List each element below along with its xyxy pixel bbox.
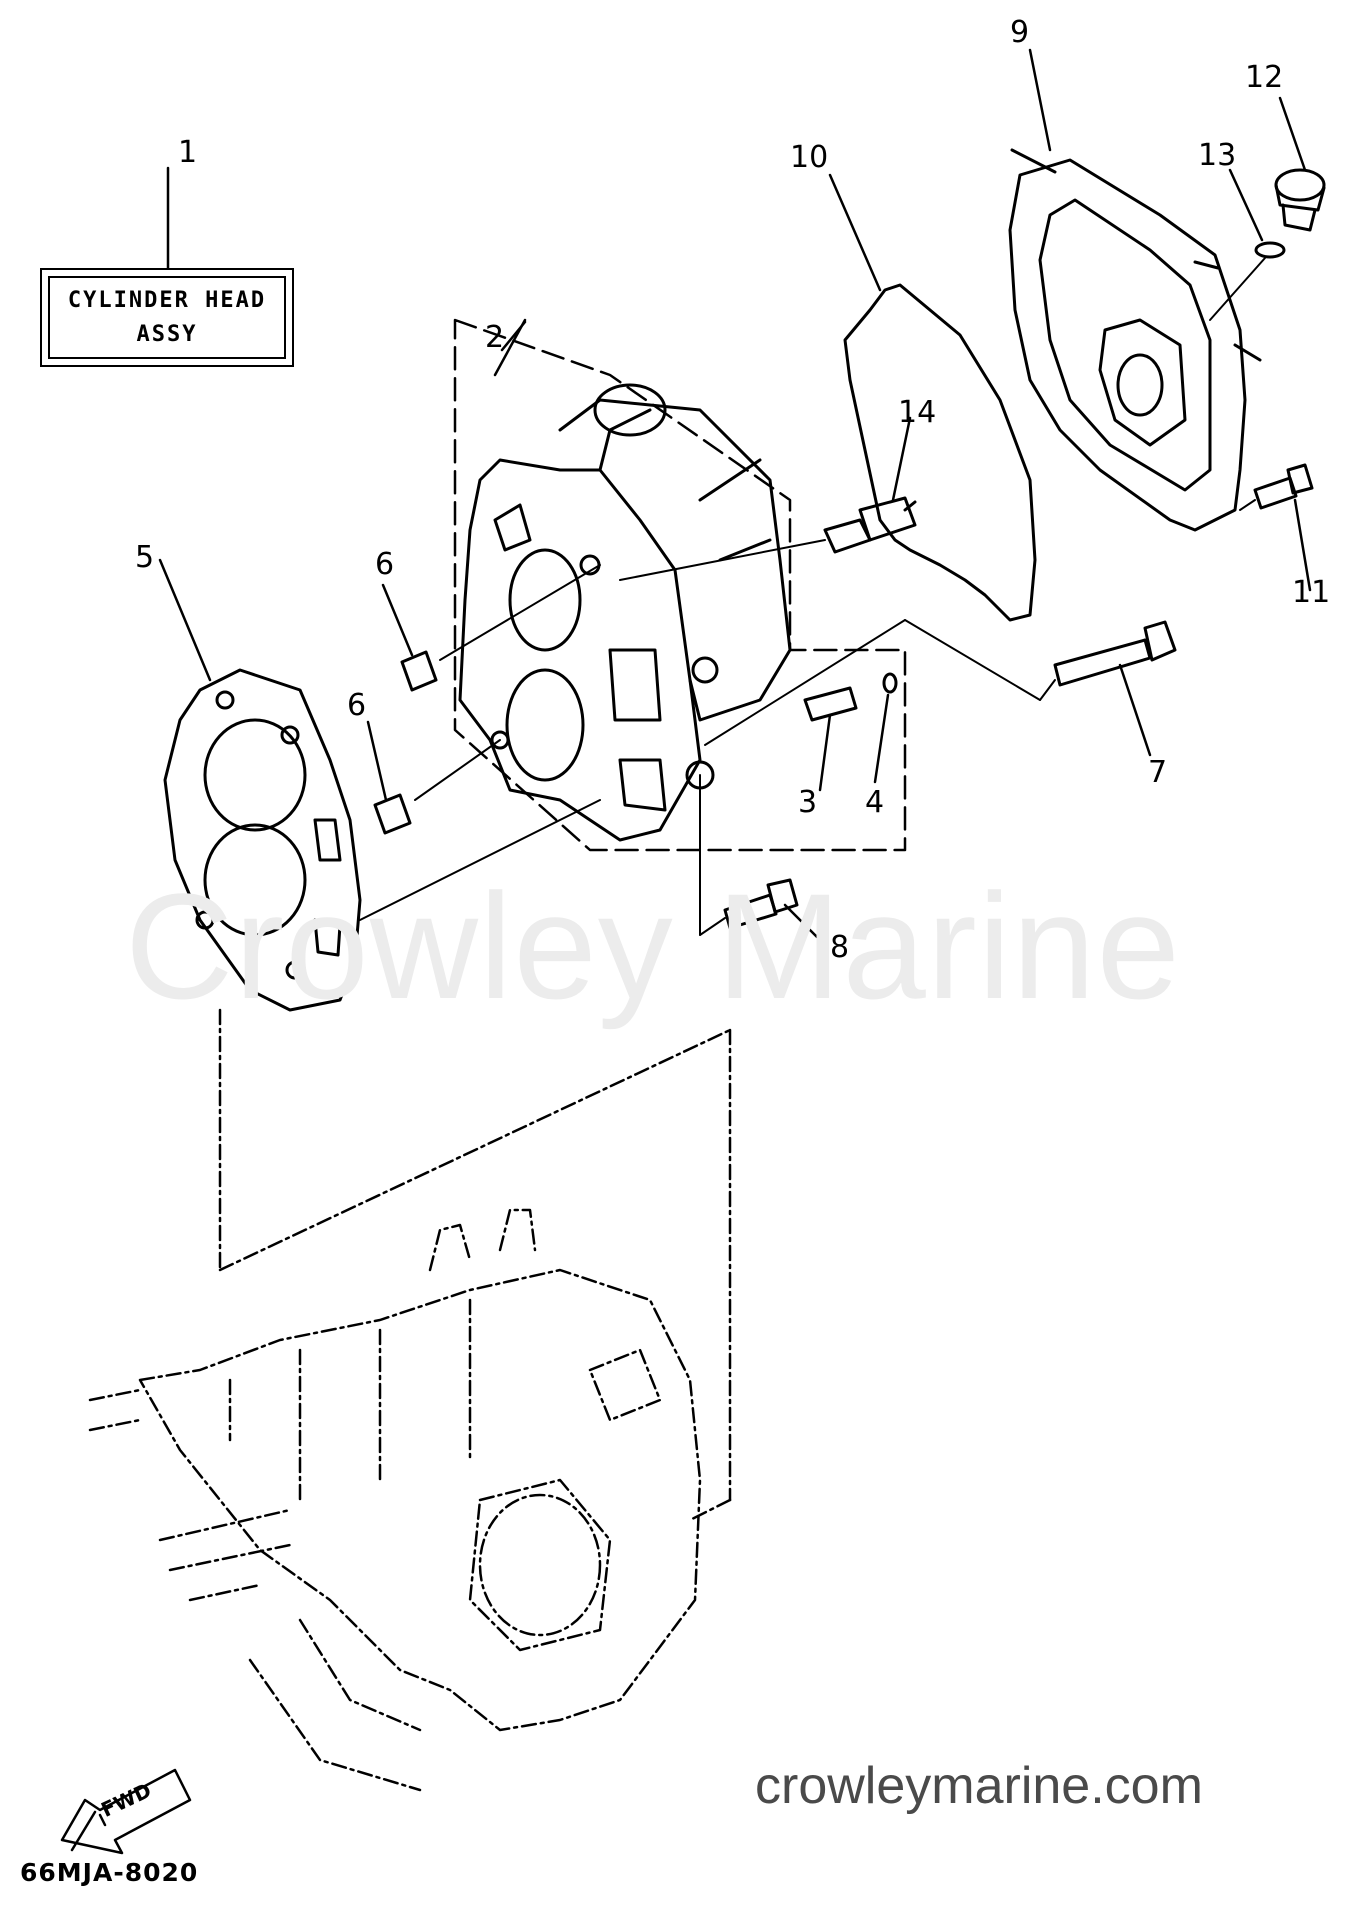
callout-11: 11	[1292, 575, 1331, 610]
dowel-pin-upper	[400, 650, 438, 692]
dowel-pin-lower	[373, 793, 412, 835]
callout-8: 8	[830, 930, 850, 965]
callout-2: 2	[485, 320, 505, 355]
callout-6-lower: 6	[347, 688, 367, 723]
callout-10: 10	[790, 140, 829, 175]
callout-4: 4	[865, 785, 885, 820]
filler-cap	[1274, 168, 1326, 232]
label-box-line2: ASSY	[136, 321, 198, 347]
head-gasket	[163, 668, 362, 1012]
washer-4	[882, 672, 898, 694]
short-bolt	[723, 878, 799, 930]
watermark: Crowley Marine	[125, 862, 1181, 1030]
callout-7: 7	[1148, 755, 1168, 790]
valve-part-3	[803, 686, 858, 722]
callout-12: 12	[1245, 60, 1284, 95]
callout-5: 5	[135, 540, 155, 575]
label-box-inner: CYLINDER HEAD ASSY	[48, 276, 286, 359]
diagram-code: 66MJA-8020	[20, 1858, 199, 1887]
long-bolt	[1053, 620, 1177, 687]
engine-block	[88, 1208, 702, 1792]
fwd-arrow-icon	[60, 1768, 192, 1855]
spark-plug	[823, 496, 917, 554]
site-text: crowleymarine.com	[755, 1757, 1203, 1815]
callout-14: 14	[898, 395, 937, 430]
cylinder-head	[458, 383, 792, 842]
callout-13: 13	[1198, 138, 1237, 173]
cover-bolt	[1253, 463, 1314, 510]
label-box-line1: CYLINDER HEAD	[67, 287, 267, 313]
callout-3: 3	[798, 785, 818, 820]
label-box: CYLINDER HEAD ASSY	[40, 268, 294, 367]
cover-gasket	[843, 283, 1037, 622]
head-cover	[1008, 148, 1262, 532]
callout-6-upper: 6	[375, 547, 395, 582]
assy-outline	[453, 318, 907, 852]
o-ring	[1254, 241, 1286, 259]
callout-1: 1	[178, 135, 198, 170]
callout-9: 9	[1010, 15, 1030, 50]
